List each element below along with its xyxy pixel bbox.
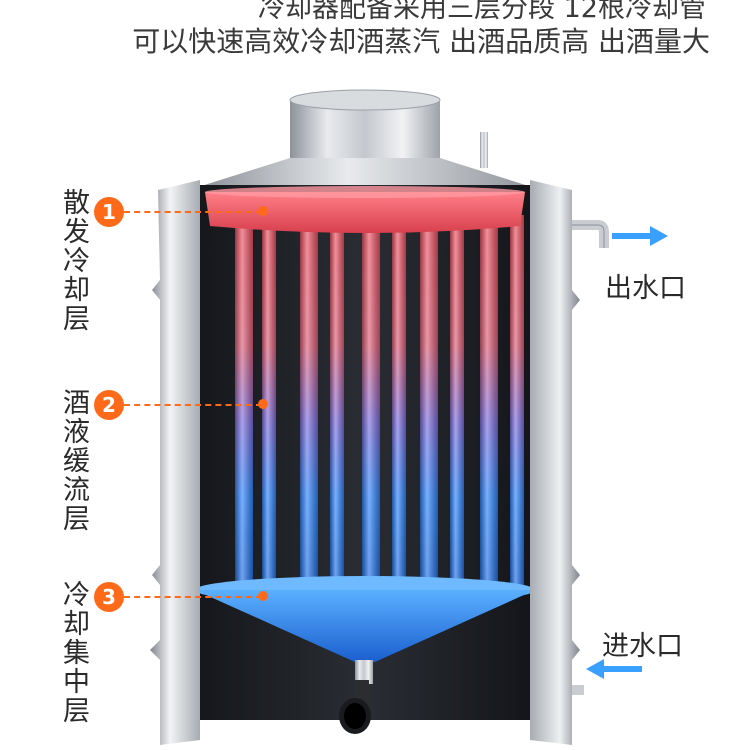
bottom-drain-pipe bbox=[339, 680, 371, 734]
layer-1-dot bbox=[258, 206, 268, 216]
cooling-tube-shade bbox=[235, 215, 253, 590]
layer-2-leader bbox=[124, 404, 262, 406]
top-distribution-plate bbox=[205, 186, 525, 233]
headline-line-1: 冷却器配备采用三层分段 12根冷却管 bbox=[258, 0, 706, 24]
inlet-label: 进水口 bbox=[602, 631, 683, 662]
cooling-tube-shade bbox=[300, 215, 318, 590]
layer-1-badge: 1 bbox=[94, 197, 124, 227]
layer-3-badge: 3 bbox=[94, 582, 124, 612]
cooling-tube-shade bbox=[392, 215, 406, 590]
layer-3-dot bbox=[258, 591, 268, 601]
cooling-tube-shade bbox=[330, 215, 344, 590]
layer-3-leader bbox=[124, 596, 262, 598]
right-wall bbox=[530, 180, 580, 745]
left-wall bbox=[150, 180, 200, 745]
vent-pipe bbox=[480, 132, 488, 168]
headline-line-2: 可以快速高效冷却酒蒸汽 出酒品质高 出酒量大 bbox=[132, 25, 710, 58]
layer-2-dot bbox=[258, 399, 268, 409]
cooling-tube-shade bbox=[362, 215, 380, 590]
cooling-tube-shade bbox=[480, 215, 498, 590]
layer-2-label: 酒液缓流层 bbox=[58, 388, 89, 533]
outlet-label: 出水口 bbox=[605, 273, 686, 304]
cooling-tube-shade bbox=[262, 215, 276, 590]
arrow-left-icon bbox=[586, 659, 642, 679]
collection-cone bbox=[195, 576, 535, 684]
cooling-tube-shade bbox=[450, 215, 464, 590]
cooling-tubes bbox=[235, 215, 524, 590]
arrow-right-icon bbox=[612, 226, 668, 246]
top-neck bbox=[289, 89, 441, 162]
layer-3-label: 冷却集中层 bbox=[58, 580, 89, 725]
lid bbox=[195, 158, 535, 188]
layer-1-leader bbox=[124, 211, 262, 213]
cooling-tube-shade bbox=[420, 215, 438, 590]
cooling-tube-shade bbox=[510, 215, 524, 590]
layer-2-badge: 2 bbox=[94, 390, 124, 420]
layer-1-label: 散发冷却层 bbox=[58, 188, 89, 333]
outlet-spout bbox=[572, 220, 609, 248]
